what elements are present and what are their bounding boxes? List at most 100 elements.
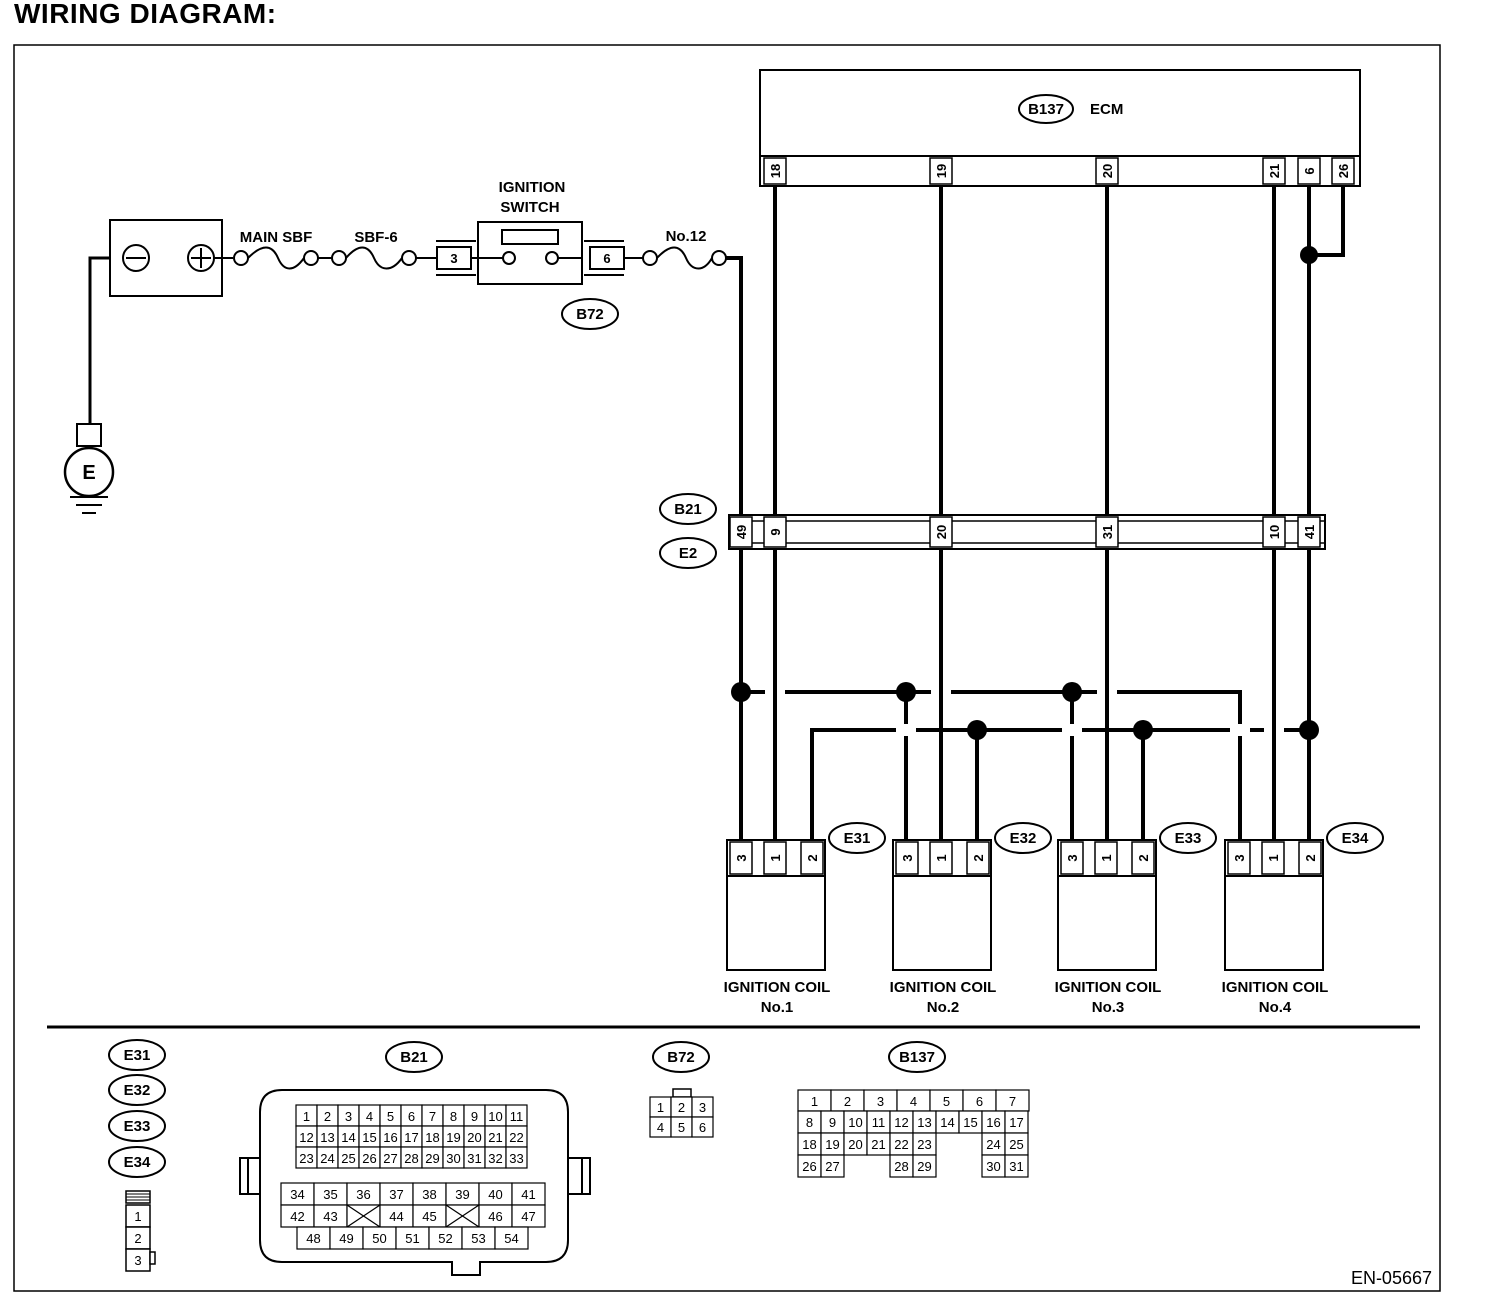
legend-b21-pin: 25: [341, 1151, 355, 1166]
ecm-pin-box: [1331, 157, 1355, 185]
legend-b21-pin: 13: [320, 1130, 334, 1145]
legend-b21-pin: 46: [488, 1209, 502, 1224]
junction-pin-box: [1095, 516, 1119, 548]
coil-pin-label: 3: [734, 854, 749, 861]
legend-b21-pin: 29: [425, 1151, 439, 1166]
legend-b21-pin: 52: [438, 1231, 452, 1246]
legend-b21-pin: 16: [383, 1130, 397, 1145]
connector-tag-b72: [561, 298, 619, 330]
legend-b21-pin: 54: [504, 1231, 518, 1246]
coil-pin-box: [1131, 841, 1155, 875]
legend-b21-pin: 38: [422, 1187, 436, 1202]
legend-b72-label: B72: [667, 1049, 695, 1066]
ground-symbol: E: [63, 423, 115, 514]
legend-b137-pin: 16: [986, 1115, 1000, 1130]
fuse-no12: [642, 246, 727, 270]
battery: [109, 219, 223, 297]
legend-b21-pin: 14: [341, 1130, 355, 1145]
legend-b21-pin: 10: [488, 1109, 502, 1124]
coil-pin-box: [763, 841, 787, 875]
junction-pin-label: 10: [1267, 525, 1282, 539]
legend-b21-pin: 21: [488, 1130, 502, 1145]
legend-coil-tag-label: E31: [124, 1047, 151, 1064]
coil-pin-label: 2: [805, 854, 820, 861]
legend-b21-pin: 24: [320, 1151, 334, 1166]
switch-pin-in: 3: [450, 251, 457, 266]
legend-b21-pin: 40: [488, 1187, 502, 1202]
legend-b21-pin: 5: [387, 1109, 394, 1124]
coil-pin-box: [895, 841, 919, 875]
legend-b21-pin: 45: [422, 1209, 436, 1224]
legend-b137-pin: 24: [986, 1137, 1000, 1152]
ecm-signal-wires: [773, 186, 1345, 515]
legend-b21-pin: 37: [389, 1187, 403, 1202]
coil-pin-box: [1094, 841, 1118, 875]
legend-b137-pin: 8: [806, 1115, 813, 1130]
legend-b21-pin: 28: [404, 1151, 418, 1166]
legend-b137-pin: 31: [1009, 1159, 1023, 1174]
coil-connector-label: E34: [1342, 830, 1369, 847]
legend-b21-pin: 32: [488, 1151, 502, 1166]
legend-b21-pin: 35: [323, 1187, 337, 1202]
legend-b72-pin: 1: [657, 1100, 664, 1115]
legend-b21-pin: 15: [362, 1130, 376, 1145]
legend-b21-pin: 7: [429, 1109, 436, 1124]
ecm-pin-label: 18: [768, 164, 783, 178]
legend-b21-pin: 22: [509, 1130, 523, 1145]
coil-pin-box: [729, 841, 753, 875]
splice-points: [731, 682, 1319, 740]
ecm-pin-box: [1262, 157, 1286, 185]
legend-b21-pin: 26: [362, 1151, 376, 1166]
legend-tag-e33: [108, 1110, 166, 1142]
legend-b21-pin: 27: [383, 1151, 397, 1166]
legend-b137-pin: 25: [1009, 1137, 1023, 1152]
figure-id: EN-05667: [1351, 1268, 1432, 1288]
coil-pin-box: [929, 841, 953, 875]
legend-b21-pin: 20: [467, 1130, 481, 1145]
coil-name-label: IGNITION COIL: [724, 979, 831, 996]
legend-b137-pin: 30: [986, 1159, 1000, 1174]
coil-pin-box: [966, 841, 990, 875]
legend-b21-pin: 49: [339, 1231, 353, 1246]
junction-pin-box: [929, 516, 953, 548]
connector-tag-e31: [828, 822, 886, 854]
legend-b21-pin: 9: [471, 1109, 478, 1124]
legend-b21-pin: 4: [366, 1109, 373, 1124]
legend-b21-pin: 2: [324, 1109, 331, 1124]
legend-b137-pin: 15: [963, 1115, 977, 1130]
legend-b21-pin: 3: [345, 1109, 352, 1124]
junction-pin-label: 31: [1100, 525, 1115, 539]
ecm-pin-label: 26: [1336, 164, 1351, 178]
coil-pin-box: [1060, 841, 1084, 875]
legend-b137-pin: 23: [917, 1137, 931, 1152]
ecm-pin-label: 6: [1302, 167, 1317, 174]
ecm-pin-box: [1095, 157, 1119, 185]
connector-tag-b72-label: B72: [576, 306, 604, 323]
legend-b21-pin: 19: [446, 1130, 460, 1145]
coil-name-label: IGNITION COIL: [1222, 979, 1329, 996]
connector-tag-b21: [659, 493, 717, 525]
legend-b21-pin: 12: [299, 1130, 313, 1145]
legend-b21-pin: 18: [425, 1130, 439, 1145]
legend-b21-pin: 6: [408, 1109, 415, 1124]
ignition-switch-label-2: SWITCH: [500, 199, 559, 216]
ground-wire: [88, 256, 110, 424]
legend-b137-pin: 3: [877, 1094, 884, 1109]
connector-tag-b21-label: B21: [674, 501, 702, 518]
junction-pin-box: [729, 516, 753, 548]
legend-b72-pin: 5: [678, 1120, 685, 1135]
coil-pin-box: [1227, 841, 1251, 875]
legend-b21-pin: 48: [306, 1231, 320, 1246]
ecm-pin-box: [763, 157, 787, 185]
ignition-switch-label-1: IGNITION: [499, 179, 566, 196]
legend-tag-e34: [108, 1146, 166, 1178]
legend-b21-pin: 53: [471, 1231, 485, 1246]
ignition-switch: 3 6: [436, 221, 625, 285]
legend-b21-pin: 30: [446, 1151, 460, 1166]
